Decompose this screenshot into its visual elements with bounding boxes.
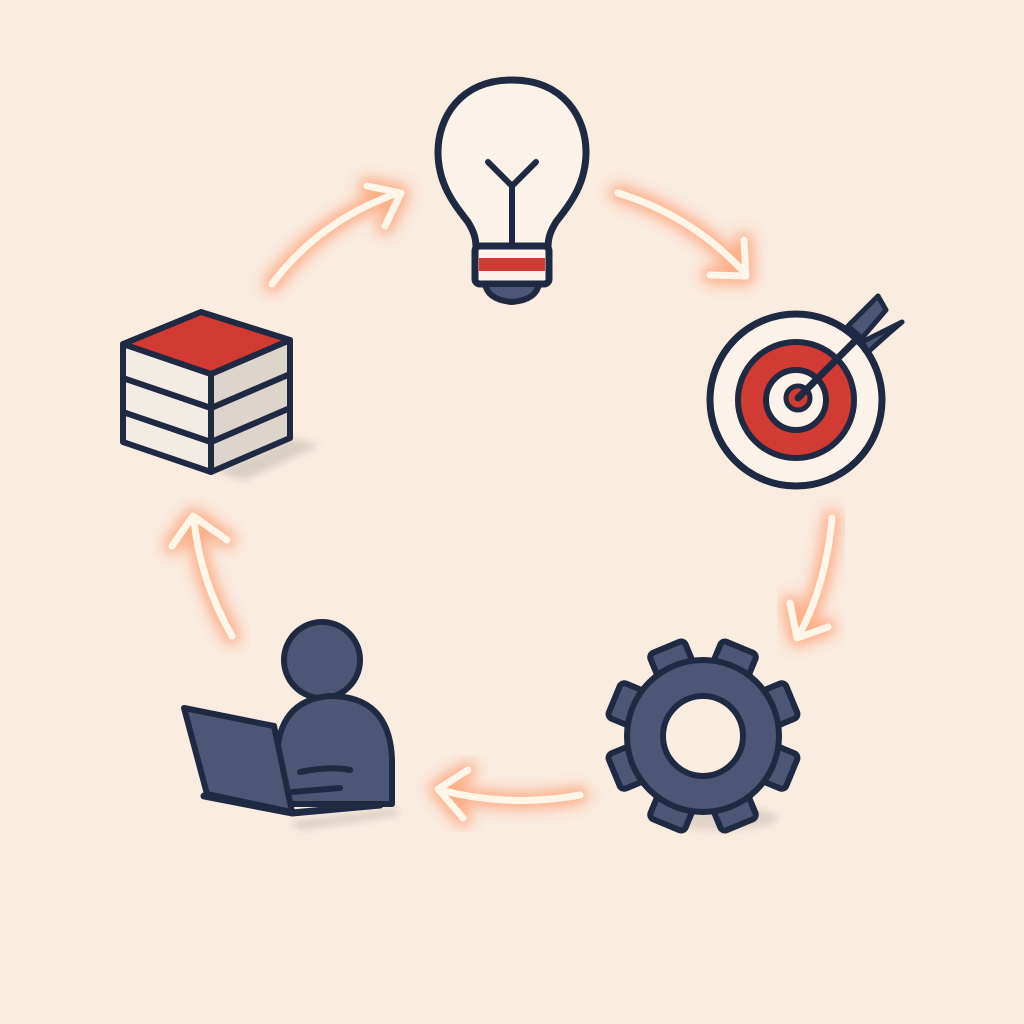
arrow-lightbulb-to-target (609, 184, 755, 285)
target-icon (706, 293, 905, 490)
lightbulb-icon (434, 76, 590, 305)
person-laptop-icon (181, 619, 400, 830)
arrow-person-to-stack (163, 507, 241, 645)
gear-icon (605, 638, 801, 834)
stack-icon (120, 309, 320, 480)
arrow-gear-to-person (429, 761, 589, 827)
arrow-stack-to-lightbulb (263, 177, 410, 293)
arrow-target-to-gear (781, 509, 841, 647)
